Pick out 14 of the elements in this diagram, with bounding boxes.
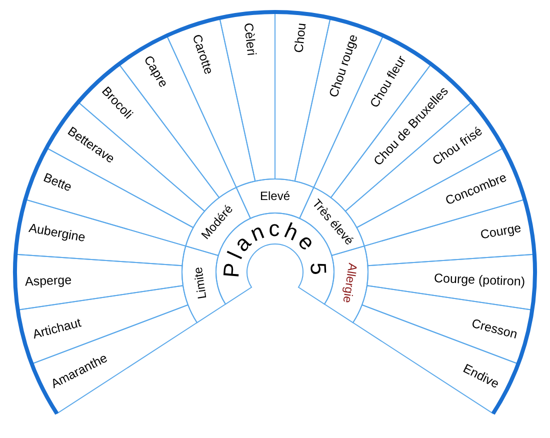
item-label: Chou rouge xyxy=(328,32,360,99)
item-label: Chou xyxy=(292,22,308,54)
item-label: Courge (potiron) xyxy=(434,272,526,288)
level-label: Limite xyxy=(192,266,208,300)
item-label: Courge xyxy=(480,222,522,242)
item-label: Bette xyxy=(41,171,74,194)
level-label: Elevé xyxy=(260,190,290,202)
item-label: Carotte xyxy=(190,32,215,76)
item-label: Chou frisé xyxy=(430,124,484,168)
item-label: Artichaut xyxy=(31,316,82,341)
item-label: Cresson xyxy=(470,317,519,341)
item-label: Asperge xyxy=(24,274,72,288)
item-label: Cèleri xyxy=(242,22,258,57)
item-label: Aubergine xyxy=(28,222,86,244)
